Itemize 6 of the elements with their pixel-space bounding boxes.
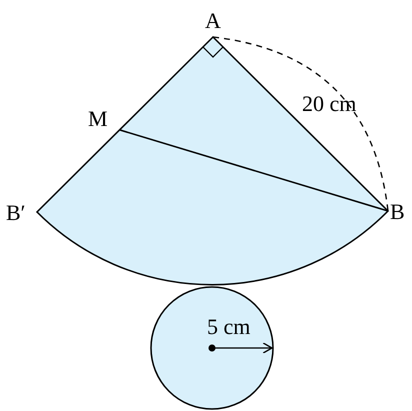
point-label: B′ (6, 202, 26, 224)
point-label: B (390, 201, 405, 223)
point-label: A (205, 10, 221, 32)
dimension-label: 20 cm (302, 93, 356, 115)
point-label: M (88, 108, 108, 130)
dimension-label: 5 cm (207, 316, 250, 338)
